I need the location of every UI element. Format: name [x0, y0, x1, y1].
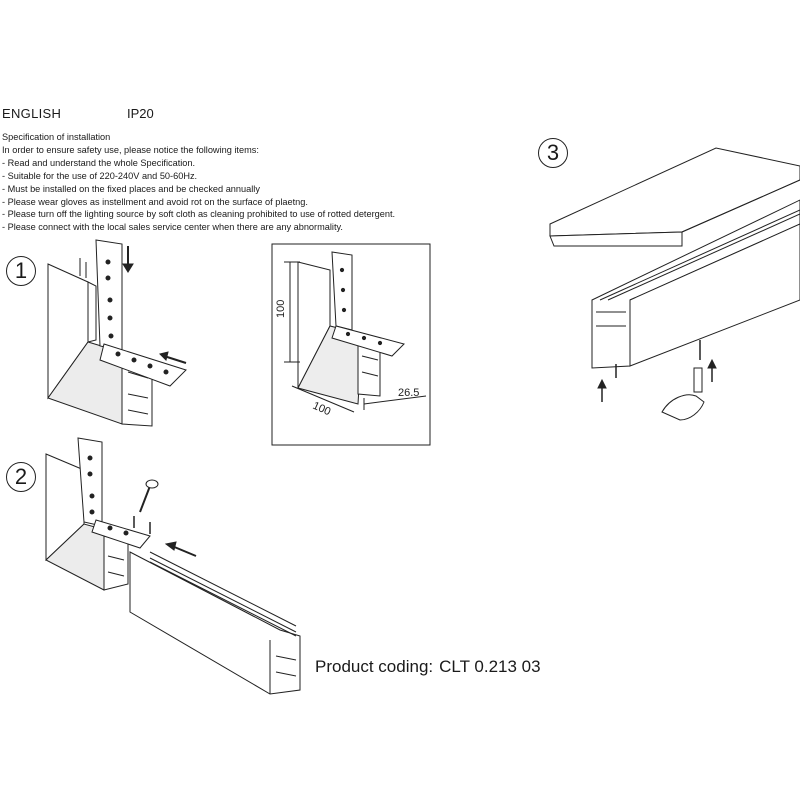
- product-coding: Product coding: CLT 0.213 03: [315, 657, 541, 677]
- dimension-detail: [271, 243, 431, 446]
- step-3-marker: 3: [538, 138, 568, 168]
- product-code: CLT 0.213 03: [439, 657, 541, 676]
- step-2-drawing: [45, 437, 301, 695]
- step-3-drawing: [549, 147, 800, 421]
- specification-list: Specification of installation In order t…: [2, 131, 395, 234]
- step-2-marker: 2: [6, 462, 36, 492]
- step-1-drawing: [47, 239, 187, 427]
- product-coding-label: Product coding:: [315, 657, 434, 676]
- ip-rating: IP20: [127, 106, 154, 121]
- spec-item: - Please turn off the lighting source by…: [2, 209, 396, 220]
- spec-item: - Read and understand the whole Specific…: [2, 157, 196, 168]
- language-label: ENGLISH: [2, 106, 62, 121]
- spec-item: - Suitable for the use of 220-240V and 5…: [2, 170, 198, 181]
- spec-intro: In order to ensure safety use, please no…: [2, 144, 259, 155]
- spec-item: - Please connect with the local sales se…: [2, 222, 343, 233]
- spec-item: - Must be installed on the fixed places …: [2, 183, 260, 194]
- step-1-marker: 1: [6, 256, 36, 286]
- dimension-height: 100: [275, 300, 287, 318]
- spec-item: - Please wear gloves as instellment and …: [2, 196, 308, 207]
- dimension-offset: 26.5: [398, 387, 419, 399]
- spec-title: Specification of installation: [2, 132, 111, 142]
